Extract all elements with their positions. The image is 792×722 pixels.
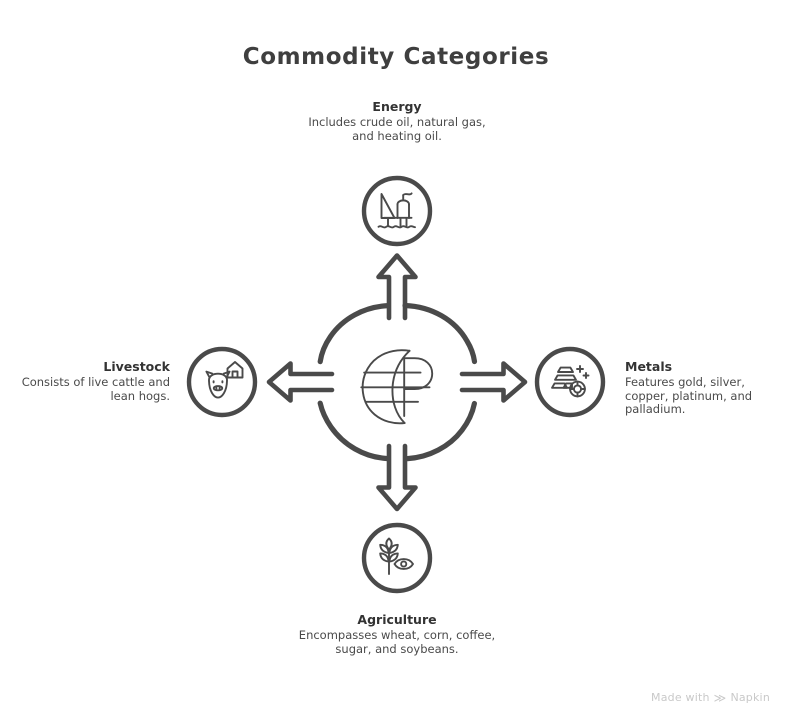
center-circle (317, 302, 478, 462)
globe-icon (360, 349, 434, 425)
page-title: Commodity Categories (242, 44, 550, 70)
label-energy: Energy Includes crude oil, natural gas, … (297, 99, 497, 143)
watermark-brand: Napkin (730, 691, 770, 704)
napkin-watermark: Made with ≫ Napkin (651, 691, 770, 704)
pig-barn-icon (205, 361, 244, 399)
livestock-node-circle (186, 346, 258, 418)
agriculture-node-circle (361, 522, 433, 594)
label-livestock: Livestock Consists of live cattle and le… (20, 359, 170, 403)
watermark-prefix: Made with (651, 691, 710, 704)
livestock-title: Livestock (103, 359, 170, 374)
metals-title: Metals (625, 359, 673, 374)
oil-rig-icon (377, 192, 416, 229)
livestock-description: Consists of live cattle and lean hogs. (21, 375, 170, 403)
arrow-down-icon (376, 443, 418, 512)
agriculture-title: Agriculture (357, 612, 437, 627)
energy-node-circle (361, 175, 433, 247)
metals-node-circle (534, 346, 606, 418)
agriculture-description: Encompasses wheat, corn, coffee, sugar, … (298, 628, 496, 656)
label-agriculture: Agriculture Encompasses wheat, corn, cof… (297, 612, 497, 656)
arrow-up-icon (376, 253, 418, 321)
gold-bars-icon (551, 365, 590, 398)
napkin-logo-icon: ≫ (713, 690, 727, 705)
metals-description: Features gold, silver, copper, platinum,… (625, 375, 753, 417)
center-hub (317, 302, 478, 462)
energy-description: Includes crude oil, natural gas, and hea… (308, 115, 486, 143)
node-livestock[interactable] (186, 346, 258, 418)
node-energy[interactable] (361, 175, 433, 247)
node-agriculture[interactable] (361, 522, 433, 594)
energy-title: Energy (372, 99, 422, 114)
node-metals[interactable] (534, 346, 606, 418)
wheat-eye-icon (379, 537, 414, 575)
label-metals: Metals Features gold, silver, copper, pl… (625, 359, 785, 417)
arrow-left-icon (266, 361, 335, 403)
arrow-right-icon (459, 361, 528, 403)
